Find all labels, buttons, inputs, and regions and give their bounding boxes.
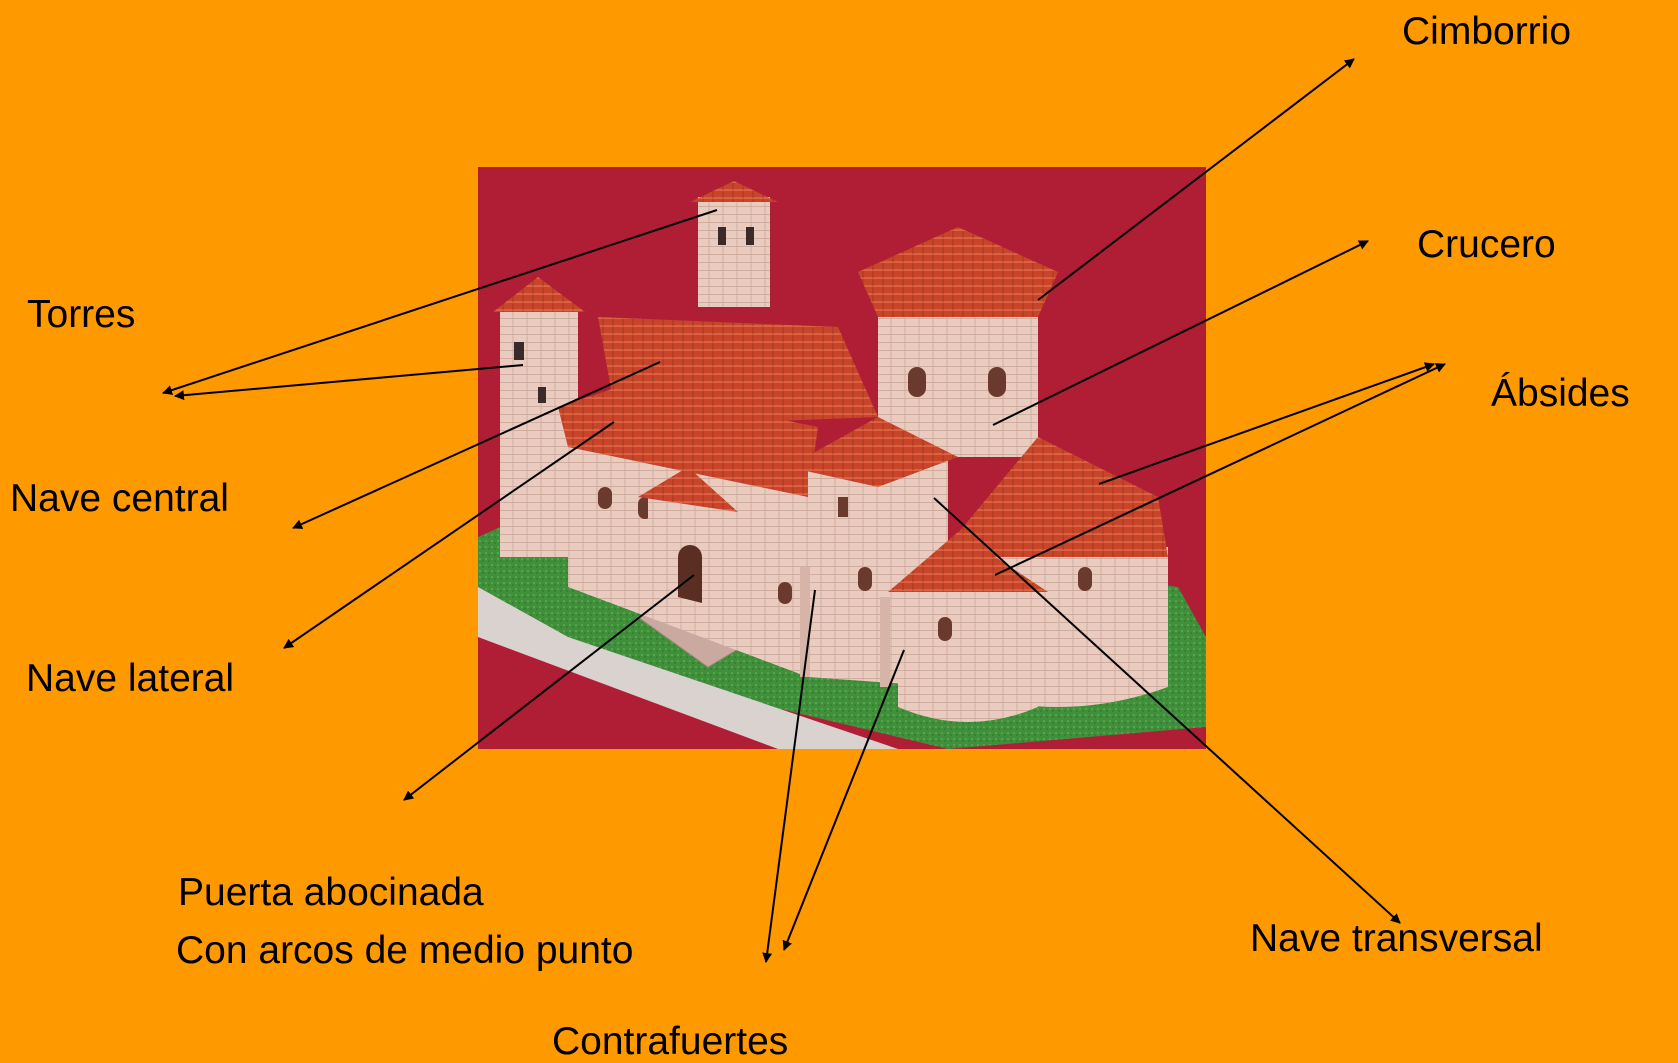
- label-puerta-line1: Puerta abocinada: [178, 871, 484, 914]
- buttress: [880, 597, 890, 687]
- arrow-torres-2: [174, 364, 524, 401]
- church-model-photo: [478, 167, 1206, 749]
- label-nave-transversal: Nave transversal: [1250, 917, 1543, 960]
- label-nave-central: Nave central: [10, 477, 229, 520]
- rear-tower: [690, 181, 778, 307]
- label-nave-lateral: Nave lateral: [26, 657, 235, 700]
- label-puerta-line2: Con arcos de medio punto: [176, 929, 634, 972]
- label-torres: Torres: [27, 293, 136, 336]
- label-cimborrio: Cimborrio: [1402, 10, 1572, 53]
- label-absides: Ábsides: [1491, 372, 1630, 415]
- church-illustration: [478, 167, 1206, 749]
- label-contrafuertes: Contrafuertes: [552, 1020, 789, 1063]
- buttress: [800, 567, 810, 677]
- label-crucero: Crucero: [1417, 223, 1556, 266]
